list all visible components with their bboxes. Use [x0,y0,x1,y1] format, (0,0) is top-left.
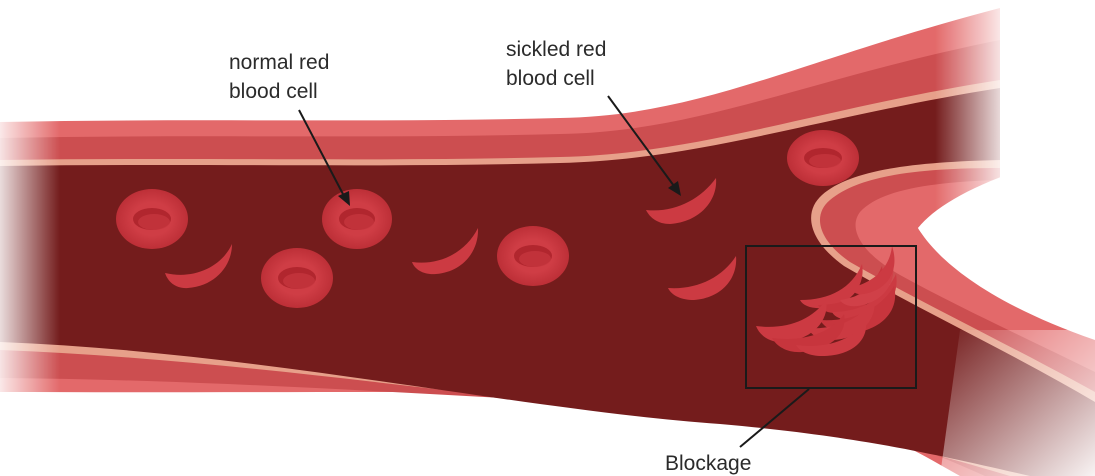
sickled-cell-label-line2: blood cell [506,67,595,90]
sickled-cell-label-line1: sickled red [506,38,606,61]
normal-red-blood-cell [497,226,569,286]
normal-cell-label-line2: blood cell [229,80,318,103]
normal-red-blood-cell [261,248,333,308]
normal-red-blood-cell [116,189,188,249]
normal-red-blood-cell [322,189,392,249]
normal-cell-label-line1: normal red [229,51,329,74]
blockage-label: Blockage [665,452,751,475]
normal-red-blood-cell [787,130,859,186]
